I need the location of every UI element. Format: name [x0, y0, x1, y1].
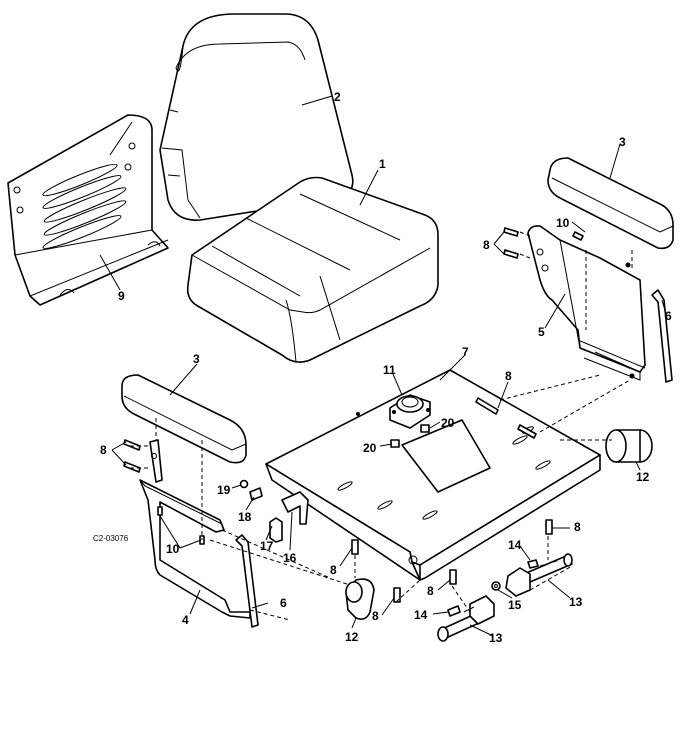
- callout-18: 18: [238, 510, 252, 524]
- leader-lines: [99, 95, 667, 637]
- callout-14-left: 14: [414, 608, 428, 622]
- part-17-pin: [269, 517, 283, 543]
- part-9-vent-panel: [7, 114, 169, 306]
- part-4-bracket-left: [139, 439, 251, 619]
- part-11-adjuster: [389, 394, 431, 429]
- part-2-seat-back: [159, 13, 354, 221]
- part-8-bolts-plate: [475, 397, 537, 439]
- callout-7: 7: [462, 345, 469, 359]
- part-8-bolts: [123, 227, 553, 603]
- part-14-bolts: [447, 559, 539, 617]
- callout-6-left: 6: [280, 596, 287, 610]
- callout-1: 1: [379, 157, 386, 171]
- callout-6-right: 6: [665, 309, 672, 323]
- callout-11: 11: [383, 363, 396, 377]
- part-3-armrest-right: [547, 157, 674, 250]
- callout-8-d: 8: [574, 520, 581, 534]
- callout-15: 15: [508, 598, 522, 612]
- part-20-screws: [390, 424, 430, 448]
- callout-19: 19: [217, 483, 231, 497]
- callout-16: 16: [283, 551, 297, 565]
- part-1-seat-cushion: [186, 176, 439, 363]
- part-10-screws: [157, 231, 584, 545]
- part-6-rod-left: [235, 534, 259, 628]
- callout-8-b: 8: [505, 369, 512, 383]
- callout-13-right: 13: [569, 595, 583, 609]
- part-6-rod-right: [651, 289, 673, 383]
- callout-10-right: 10: [556, 216, 570, 230]
- callout-10-left: 10: [166, 542, 180, 556]
- callout-5: 5: [538, 325, 545, 339]
- callout-8-g: 8: [372, 609, 379, 623]
- callout-8-c: 8: [100, 443, 107, 457]
- part-12-bumper-right: [605, 429, 653, 463]
- callout-4: 4: [182, 613, 189, 627]
- part-7-base-plate: [265, 369, 601, 581]
- part-13-pin-left: [437, 595, 495, 642]
- callout-13-left: 13: [489, 631, 503, 645]
- callout-3-right: 3: [619, 135, 626, 149]
- callout-8-a: 8: [483, 238, 490, 252]
- callout-14-right: 14: [508, 538, 522, 552]
- vent-slots: [42, 163, 127, 249]
- callout-8-e: 8: [330, 563, 337, 577]
- callout-12-left: 12: [345, 630, 359, 644]
- assembly-dashed-lines: [130, 231, 633, 621]
- callout-12-right: 12: [636, 470, 650, 484]
- callout-3-left: 3: [193, 352, 200, 366]
- part-12-bumper-left: [345, 578, 375, 620]
- part-13-pin-right: [505, 553, 573, 597]
- callout-17: 17: [260, 539, 274, 553]
- reference-code: C2-03076: [93, 534, 129, 543]
- callout-8-f: 8: [427, 584, 434, 598]
- callout-20-left: 20: [363, 441, 377, 455]
- part-19-nut: [239, 479, 249, 489]
- callout-20-right: 20: [441, 416, 455, 430]
- part-18-screw: [249, 487, 263, 501]
- callout-2: 2: [334, 90, 341, 104]
- part-3-armrest-left: [121, 374, 247, 464]
- callout-9: 9: [118, 289, 125, 303]
- callout-labels: 1 2 3 3 4 5 6 6 7 8 8 8 8 8 8 8 9 10 10 …: [100, 90, 672, 645]
- part-15-washer: [491, 581, 501, 591]
- part-5-bracket-right: [527, 225, 646, 381]
- part-16-clip: [281, 491, 309, 525]
